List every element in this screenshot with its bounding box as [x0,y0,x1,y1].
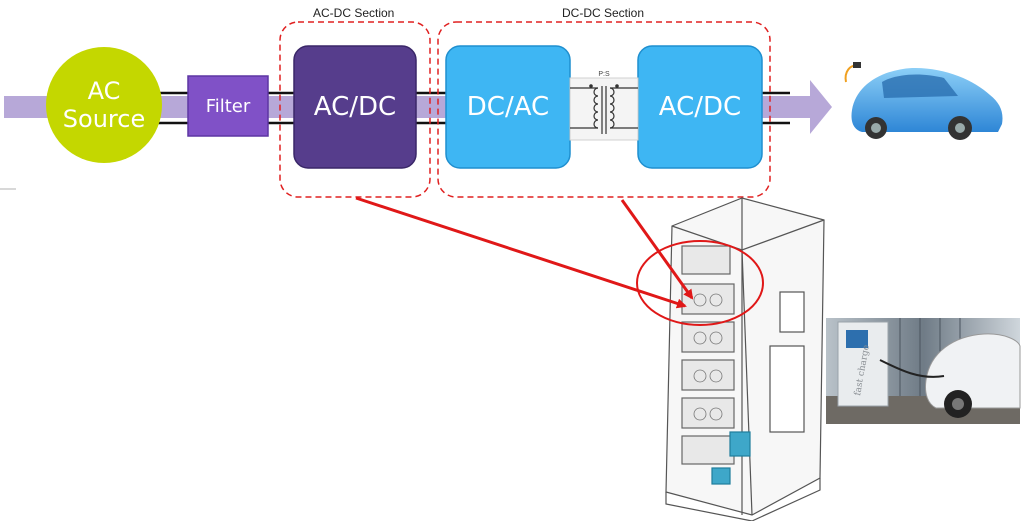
bus-lines [150,91,790,125]
left-edge-mark [0,188,16,190]
fast-charger-photo: fast charge [826,318,1021,424]
ac-dc-section-title: AC-DC Section [313,6,395,20]
filter-block [187,75,269,137]
dc-ac-inverter-block [445,45,571,169]
ac-dc-callout-arrow [355,196,687,309]
transformer-symbol [569,77,639,141]
dc-dc-section-title: DC-DC Section [562,6,645,20]
ac-dc-section-border [279,21,431,198]
dc-dc-section-border [437,21,771,198]
charging-cabinet-drawing [665,197,825,521]
ac-dc-rectifier-block [293,45,417,169]
electric-car-icon [844,62,1003,140]
ac-source-circle [46,47,162,163]
dc-dc-callout-arrow [620,199,694,300]
power-flow-arrow [4,80,832,134]
highlight-ellipse [636,240,764,326]
transformer-ratio-label: P:S [598,71,610,78]
ac-dc-output-block [637,45,763,169]
